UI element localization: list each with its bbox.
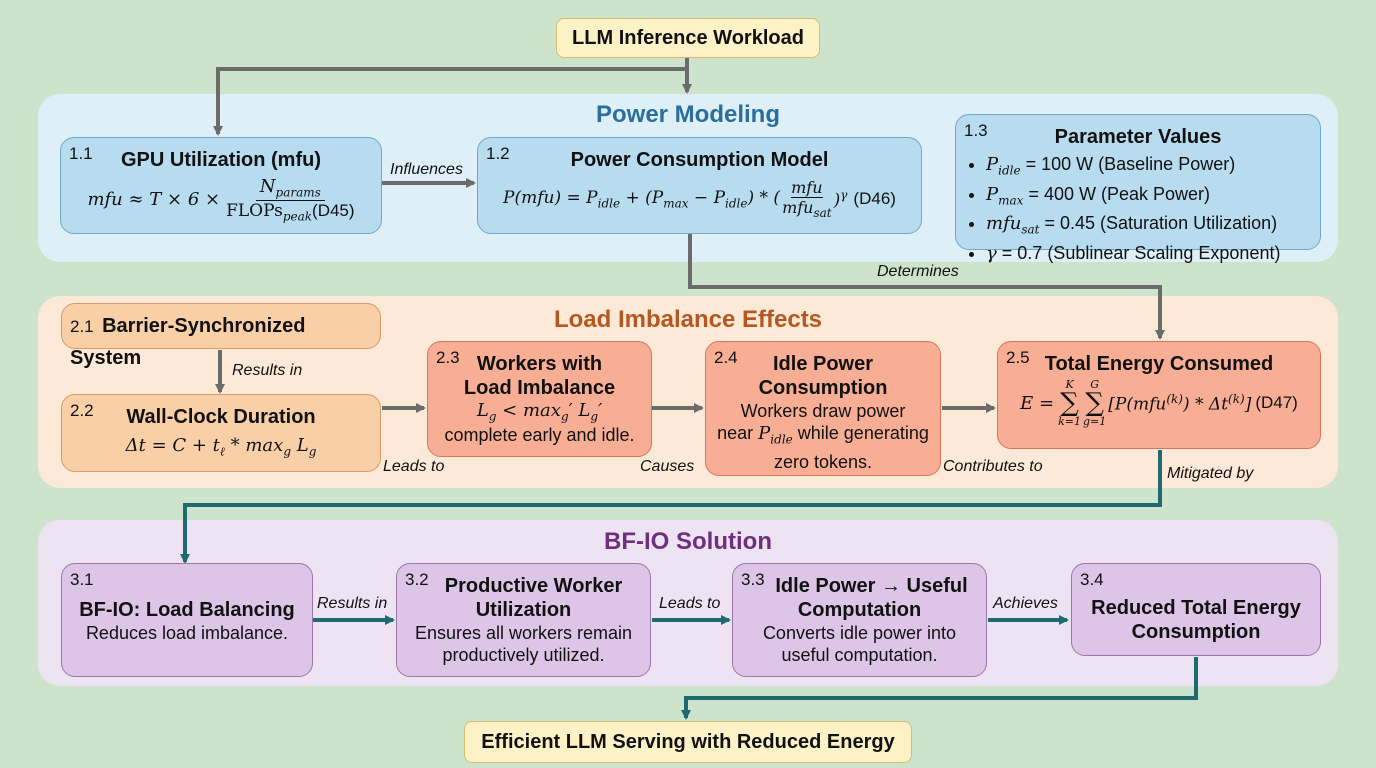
arrow-top-to-1-1 — [213, 67, 687, 136]
node-number: 2.4 — [714, 348, 738, 367]
node-number: 2.5 — [1006, 348, 1030, 367]
node-description-line2: near Pidle while generating — [717, 423, 929, 447]
section-title-bfio: BF-IO Solution — [604, 528, 772, 555]
param-mfu-sat: mfusat = 0.45 (Saturation Utilization) — [986, 212, 1312, 242]
node-title: Power Consumption Model — [570, 149, 829, 171]
node-title-line2: Load Imbalance — [463, 377, 616, 399]
edge-label-results-in: Results in — [232, 362, 303, 379]
section-title-power: Power Modeling — [595, 101, 780, 128]
node-description-line1: Ensures all workers remain — [414, 623, 633, 643]
edge-label-leads-to: Leads to — [383, 458, 445, 475]
param-p-idle: Pidle = 100 W (Baseline Power) — [986, 153, 1312, 183]
arrow-1-2-to-2-5 — [688, 234, 1165, 340]
node-2-1-barrier-synchronized[interactable]: 2.1 Barrier-Synchronized System — [61, 303, 381, 369]
formula-mfu: mfu ≈ T × 6 × Nparams FLOPspeak(D45) — [87, 176, 355, 223]
node-title: BF-IO: Load Balancing — [79, 599, 295, 621]
node-1-2-power-consumption-model[interactable]: 1.2 Power Consumption Model P(mfu) = Pid… — [477, 137, 922, 234]
node-efficient-llm-serving[interactable]: Efficient LLM Serving with Reduced Energ… — [464, 721, 912, 763]
node-description-line3: zero tokens. — [773, 451, 873, 472]
node-1-1-gpu-utilization[interactable]: 1.1 GPU Utilization (mfu) mfu ≈ T × 6 × … — [60, 137, 382, 234]
node-title-line2: Utilization — [475, 599, 572, 621]
node-number: 2.1 — [70, 317, 94, 336]
node-2-3-workers-load-imbalance[interactable]: 2.3 Workers with Load Imbalance Lg < max… — [427, 341, 652, 457]
node-1-3-parameter-values[interactable]: 1.3 Parameter Values Pidle = 100 W (Base… — [955, 114, 1321, 264]
formula-energy: E = K∑k=1 G∑g=1 [P(mfu(k)) * Δt(k)] (D47… — [1020, 378, 1298, 428]
edge-label-mitigated-by: Mitigated by — [1167, 465, 1254, 482]
formula-power: P(mfu) = Pidle + (Pmax − Pidle) * ( mfu … — [503, 178, 896, 221]
section-title-load: Load Imbalance Effects — [553, 306, 823, 333]
node-3-4-reduced-total-energy[interactable]: 3.4 Reduced Total Energy Consumption — [1071, 563, 1321, 656]
arrow-2-5-to-3-1 — [180, 450, 1162, 564]
node-title: Barrier-Synchronized System — [70, 315, 306, 369]
parameter-list: Pidle = 100 W (Baseline Power) Pmax = 40… — [964, 153, 1312, 265]
edge-label-achieves: Achieves — [993, 595, 1058, 612]
edge-label-determines: Determines — [877, 263, 959, 280]
node-description-line2: productively utilized. — [442, 645, 605, 665]
edge-label-causes: Causes — [640, 458, 695, 475]
node-title-line1: Idle Power → Useful — [775, 575, 968, 597]
node-title: Parameter Values — [1054, 126, 1222, 148]
node-3-1-bfio-load-balancing[interactable]: 3.1 BF-IO: Load Balancing Reduces load i… — [61, 563, 313, 677]
node-3-2-productive-worker-utilization[interactable]: 3.2 Productive Worker Utilization Ensure… — [396, 563, 651, 677]
param-p-max: Pmax = 400 W (Peak Power) — [986, 183, 1312, 213]
node-number: 3.3 — [741, 570, 765, 589]
node-2-5-total-energy-consumed[interactable]: 2.5 Total Energy Consumed E = K∑k=1 G∑g=… — [997, 341, 1321, 449]
node-2-4-idle-power-consumption[interactable]: 2.4 Idle Power Consumption Workers draw … — [705, 341, 941, 476]
node-number: 1.1 — [69, 144, 93, 163]
node-title-line2: Computation — [797, 599, 922, 621]
edge-label-contributes-to: Contributes to — [943, 458, 1043, 475]
node-number: 3.2 — [405, 570, 429, 589]
node-title-line2: Consumption — [1131, 621, 1261, 643]
param-gamma: γ = 0.7 (Sublinear Scaling Exponent) — [986, 242, 1312, 265]
node-description: Reduces load imbalance. — [85, 623, 289, 643]
node-3-3-idle-to-useful[interactable]: 3.3 Idle Power → Useful Computation Conv… — [732, 563, 987, 677]
node-number: 2.3 — [436, 348, 460, 367]
node-title: Wall-Clock Duration — [126, 406, 316, 428]
node-number: 3.1 — [70, 570, 94, 589]
node-number: 1.3 — [964, 121, 988, 140]
node-title: Total Energy Consumed — [1044, 353, 1274, 375]
edge-label-results-in-2: Results in — [317, 595, 388, 612]
node-title-line1: Reduced Total Energy — [1091, 597, 1301, 619]
node-title: GPU Utilization (mfu) — [121, 149, 321, 171]
node-title-line1: Workers with — [476, 353, 603, 375]
node-label: Efficient LLM Serving with Reduced Energ… — [481, 731, 895, 753]
node-description-line1: Converts idle power into — [762, 623, 957, 643]
node-title-line1: Idle Power — [772, 353, 874, 375]
formula-imbalance: Lg < maxg′ Lg′ — [476, 400, 603, 424]
edge-label-influences: Influences — [390, 161, 463, 178]
node-number: 2.2 — [70, 401, 94, 420]
node-number: 3.4 — [1080, 570, 1104, 589]
node-description-line2: useful computation. — [781, 645, 938, 665]
node-label: LLM Inference Workload — [572, 27, 804, 49]
edge-label-leads-to-2: Leads to — [659, 595, 721, 612]
node-number: 1.2 — [486, 144, 510, 163]
node-llm-inference-workload[interactable]: LLM Inference Workload — [556, 18, 820, 58]
node-description-line1: Workers draw power — [740, 401, 906, 421]
node-description: complete early and idle. — [444, 424, 635, 445]
node-title-line1: Productive Worker — [444, 575, 623, 597]
arrow-3-4-to-bottom — [681, 657, 1198, 720]
node-2-2-wall-clock-duration[interactable]: 2.2 Wall-Clock Duration Δt = C + tℓ * ma… — [61, 394, 381, 472]
formula-wall-clock: Δt = C + tℓ * maxg Lg — [125, 435, 317, 459]
node-title-line2: Consumption — [758, 377, 888, 399]
